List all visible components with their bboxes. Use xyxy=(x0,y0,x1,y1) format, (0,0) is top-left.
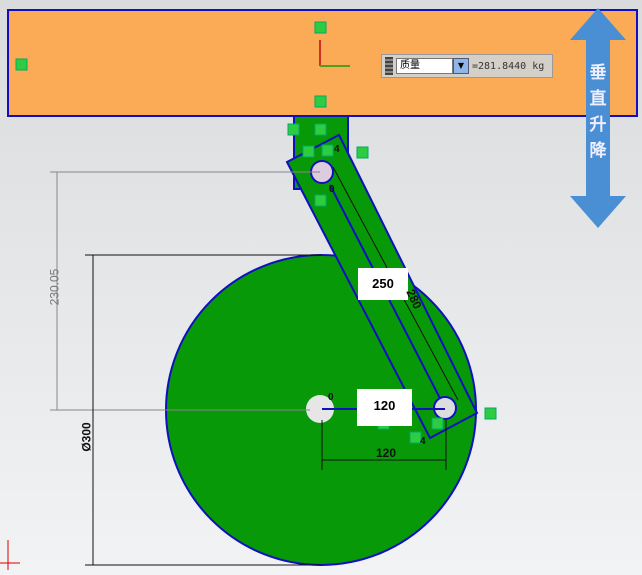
origin-triad xyxy=(319,40,350,67)
chevron-down-icon[interactable]: ▼ xyxy=(453,58,469,74)
diameter-dimension-label[interactable]: Ø300 xyxy=(79,422,94,452)
toolbar-grip[interactable] xyxy=(385,57,393,75)
origin-icon xyxy=(0,540,20,570)
link-length-box[interactable]: 250 xyxy=(358,268,408,300)
origin-relation-2: 0 xyxy=(329,184,335,195)
mass-value: =281.8440 kg xyxy=(472,60,545,72)
parallel-relation-2: 4 xyxy=(420,436,426,447)
vertical-double-arrow xyxy=(570,8,626,228)
relation-icons[interactable] xyxy=(15,21,497,444)
pivot-offset-dimension[interactable]: 120 xyxy=(376,446,397,460)
mass-property-display: 质量 ▼ =281.8440 kg xyxy=(381,54,553,78)
parallel-relation-1: 4 xyxy=(334,144,340,155)
motion-label: 垂直升降 xyxy=(589,63,607,161)
origin-relation: 0 xyxy=(328,392,334,403)
center-hole xyxy=(306,395,334,423)
height-dimension-label[interactable]: 230.05 xyxy=(47,268,62,306)
pivot-offset-box[interactable]: 120 xyxy=(357,389,412,426)
property-select[interactable]: 质量 xyxy=(396,58,453,74)
